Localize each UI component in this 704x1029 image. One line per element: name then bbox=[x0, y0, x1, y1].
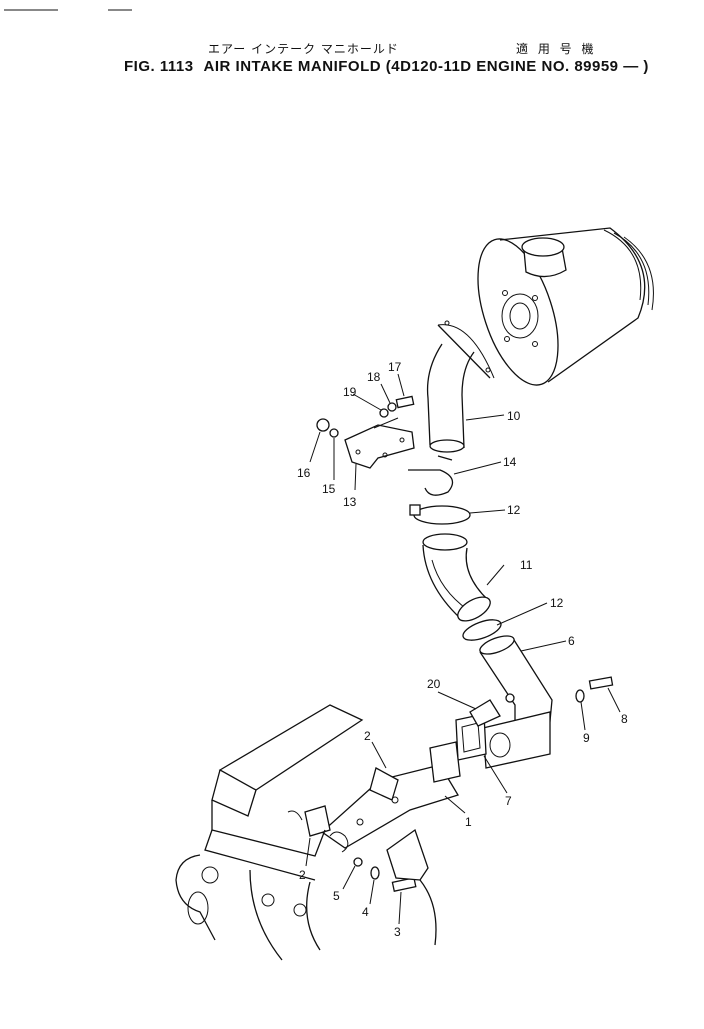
callout-16: 16 bbox=[297, 466, 311, 480]
callout-5: 5 bbox=[333, 889, 340, 903]
applicable-serial-heading: 適 用 号 機 bbox=[516, 42, 597, 56]
nut-16 bbox=[316, 418, 330, 432]
leader-lines bbox=[305, 373, 621, 925]
washer-18 bbox=[387, 402, 397, 412]
sensor-20 bbox=[469, 693, 515, 727]
callout-18: 18 bbox=[367, 370, 381, 384]
figure-title-text: AIR INTAKE MANIFOLD (4D120-11D ENGINE NO… bbox=[203, 58, 649, 75]
intake-manifold-1 bbox=[320, 741, 461, 853]
washer-5 bbox=[353, 857, 363, 867]
air-cleaner-drawing bbox=[477, 227, 654, 386]
bolt-8 bbox=[588, 676, 614, 690]
elbow-pipe-6 bbox=[479, 635, 553, 769]
callout-10: 10 bbox=[507, 409, 521, 423]
callout-2-upper: 2 bbox=[364, 729, 371, 743]
title-japanese: エアー インテーク マニホールド bbox=[208, 42, 399, 56]
gasket-2-lower bbox=[304, 805, 331, 837]
bracket-13 bbox=[344, 417, 415, 469]
callout-14: 14 bbox=[503, 455, 517, 469]
callout-6: 6 bbox=[568, 634, 575, 648]
callout-13: 13 bbox=[343, 495, 357, 509]
callout-3: 3 bbox=[394, 925, 401, 939]
hose-clamp-12-upper bbox=[409, 504, 471, 525]
bolt-17 bbox=[395, 395, 415, 409]
washer-4 bbox=[370, 866, 380, 880]
washer-9 bbox=[575, 689, 585, 703]
callout-labels: 10 11 12 12 6 14 8 9 7 1 20 13 15 16 17 … bbox=[297, 360, 628, 939]
callout-17: 17 bbox=[388, 360, 402, 374]
callout-7: 7 bbox=[505, 794, 512, 808]
washer-15 bbox=[329, 428, 339, 438]
callout-1: 1 bbox=[465, 815, 472, 829]
rubber-hose-11 bbox=[422, 533, 491, 622]
callout-12-lower: 12 bbox=[550, 596, 564, 610]
callout-9: 9 bbox=[583, 731, 590, 745]
washer-19 bbox=[379, 408, 389, 418]
callout-2-lower: 2 bbox=[299, 868, 306, 882]
callout-11: 11 bbox=[520, 558, 533, 572]
callout-4: 4 bbox=[362, 905, 369, 919]
u-bolt-14 bbox=[408, 455, 454, 496]
callout-8: 8 bbox=[621, 712, 628, 726]
callout-19: 19 bbox=[343, 385, 357, 399]
callout-20: 20 bbox=[427, 677, 441, 691]
figure-number: FIG. 1113 bbox=[124, 58, 194, 75]
engine-cylinder-head bbox=[175, 704, 437, 961]
callout-15: 15 bbox=[322, 482, 336, 496]
callout-12-upper: 12 bbox=[507, 503, 521, 517]
figure-title: FIG. 1113 AIR INTAKE MANIFOLD (4D120-11D … bbox=[124, 58, 649, 75]
bolt-3 bbox=[391, 877, 417, 892]
elbow-pipe-10 bbox=[426, 320, 495, 453]
